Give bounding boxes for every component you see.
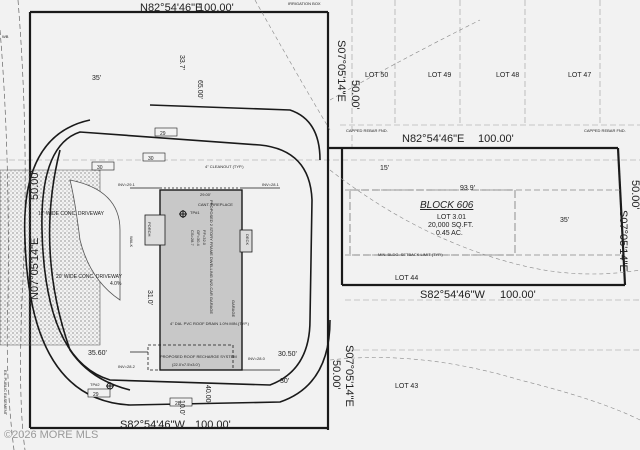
irrigation-box-label: IRRIGATION BOX	[288, 1, 321, 6]
lot-setback-box	[349, 189, 516, 256]
walk-label: WALK	[129, 236, 134, 248]
right-bearing-upper: S07°05'14"E	[335, 40, 347, 102]
easement-label: EX. PUBLIC EASEMENT	[3, 370, 8, 416]
house-footprint	[144, 189, 253, 371]
right-distance-lower: 50.00'	[629, 180, 640, 210]
dim-33-7: 33.7'	[178, 55, 185, 70]
dim-65: 65.00'	[196, 80, 203, 99]
grading-contours	[23, 104, 331, 406]
dim-35-top: 35'	[92, 75, 101, 82]
garage-label: GARAGE	[231, 300, 236, 317]
cs-elevation: CS=28.7	[190, 230, 195, 246]
lot-area-ac: 0.45 AC.	[436, 230, 463, 237]
capped-rebar-right: CAPPED REBAR FND.	[584, 128, 626, 133]
left-distance: 50.00'	[29, 170, 41, 200]
top-bearing: N82°54'46"E	[140, 2, 202, 14]
left-bearing: N07°05'14"E	[29, 238, 41, 300]
property-boundary	[28, 10, 627, 430]
lot-44-label: LOT 44	[395, 275, 418, 282]
inv-28-0: INV=28.0	[248, 356, 266, 361]
contour-29b: 29	[93, 392, 99, 398]
ff-elevation: FF=32.0	[202, 230, 207, 246]
lot-49-label: LOT 49	[428, 72, 451, 79]
dim-10: 10.0'	[178, 400, 185, 415]
left-distance-lower: 50.00'	[330, 360, 342, 390]
lot-47-label: LOT 47	[568, 72, 591, 79]
capped-rebar-left: CAPPED REBAR FND.	[346, 128, 388, 133]
tp1-label: TP#1	[190, 210, 200, 215]
block-label: BLOCK 606	[420, 200, 474, 211]
dim-30-50: 30.50'	[278, 351, 297, 358]
top-distance: 100.00'	[198, 2, 234, 14]
lot-area-sqft: 20,000 SQ.FT.	[428, 222, 473, 229]
mid-bearing: N82°54'46"E	[402, 133, 464, 145]
contour-30a: 30	[148, 156, 154, 162]
right-bearing-lower: S07°05'14"E	[617, 210, 629, 272]
right-distance-upper: 50.00'	[349, 80, 361, 110]
setback-label: MIN. BLDG. SETBACK LIMIT (TYP.)	[378, 252, 443, 257]
lower-bearing: S82°54'46"W	[420, 289, 485, 301]
driveway-12-label: 12' WIDE CONC. DRIVEWAY	[38, 211, 105, 217]
roof-drain-lines	[130, 187, 280, 371]
contour-28: 28	[175, 401, 181, 407]
lot-number: LOT 3.01	[437, 214, 466, 221]
dim-29-00: 29.00'	[200, 192, 211, 197]
porch-label: PORCH	[147, 222, 152, 237]
house-label: PROPOSED 2 STORY FRAME DWELLING W/2-CAR …	[209, 200, 214, 314]
bottom-bearing: S82°54'46"W	[120, 419, 185, 431]
dim-15: 15'	[380, 165, 389, 172]
inv-28-1: INV=28.1	[262, 182, 280, 187]
bottom-distance: 100.00'	[195, 419, 231, 431]
gf-elevation: GF=30.4	[196, 230, 201, 246]
dim-35-60: 35.60'	[88, 350, 107, 357]
lot-50-label: LOT 50	[365, 72, 388, 79]
mid-distance: 100.00'	[478, 133, 514, 145]
inv-29-1: INV=29.1	[118, 182, 136, 187]
recharge-dims: (22.0'x7.5'x3.0')	[172, 362, 201, 367]
lot-48-label: LOT 48	[496, 72, 519, 79]
driveway-pct: 4.0%	[110, 281, 122, 287]
recharge-label: PROPOSED ROOF RECHARGE SYSTEM	[160, 354, 237, 359]
cant-fireplace: CANT. FIREPLACE	[198, 202, 233, 207]
watermark: ©2026 MORE MLS	[4, 429, 98, 441]
lot-43-label: LOT 43	[395, 383, 418, 390]
dim-35: 35'	[560, 217, 569, 224]
dim-40: 40.00'	[204, 385, 211, 404]
wb-label: WB	[2, 34, 9, 39]
tp2-label: TP#2	[90, 382, 100, 387]
lower-distance: 100.00'	[500, 289, 536, 301]
inv-28-2: INV=28.2	[118, 364, 136, 369]
contour-29a: 29	[160, 131, 166, 137]
dim-31-0: 31.0'	[146, 290, 153, 305]
driveway-20-label: 20' WIDE CONC. DRIVEWAY	[56, 274, 123, 280]
pvc-roof-drain: 4" DIA. PVC ROOF DRAIN 1.0% MIN.(TYP.)	[170, 321, 250, 326]
dim-30-bottom: 30'	[280, 378, 289, 385]
left-bearing-lower: S07°05'14"E	[343, 345, 355, 407]
contour-30b: 30	[97, 165, 103, 171]
test-pit-1-icon	[179, 210, 187, 218]
deck-label: DECK	[245, 234, 250, 245]
cleanout-label: 4" CLEANOUT (TYP.)	[205, 164, 244, 169]
dim-93-9: 93.9'	[460, 185, 475, 192]
